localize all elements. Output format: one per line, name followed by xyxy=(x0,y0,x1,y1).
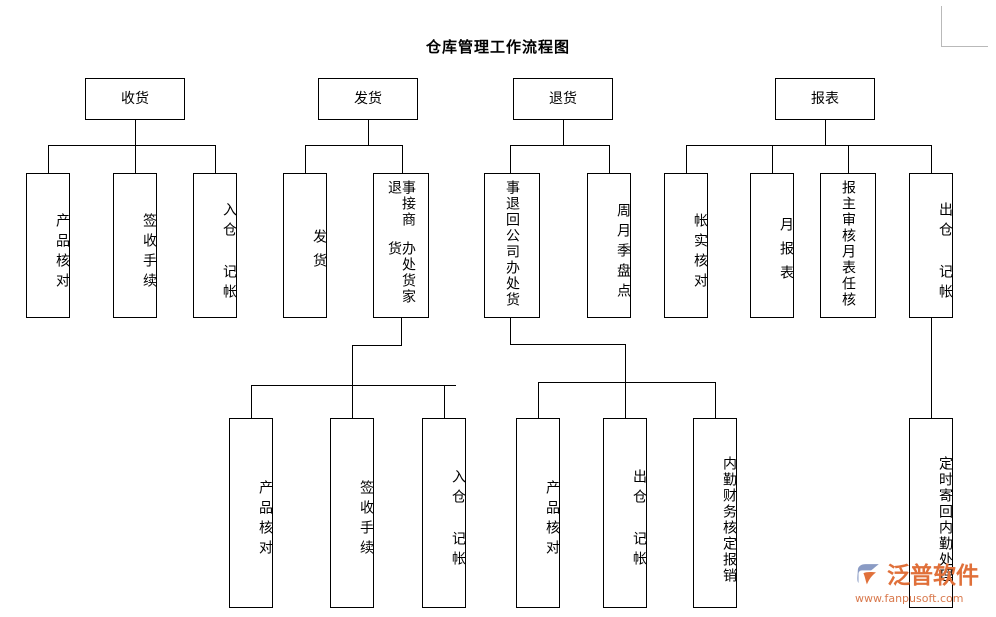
node-returns-child-2-label: 周月季盘点 xyxy=(615,202,631,303)
node-returns-label: 退货 xyxy=(549,91,577,107)
node-receiving-child-1-label: 产品核对 xyxy=(54,212,70,293)
node-receiving[interactable]: 收货 xyxy=(85,78,185,120)
node-returns[interactable]: 退货 xyxy=(513,78,613,120)
connector-reports-drop-1 xyxy=(686,145,687,173)
connector-reports-drop-3 xyxy=(848,145,849,173)
node-returns-sub-1[interactable]: 产品核对 xyxy=(516,418,560,608)
connector-shipping-drop-2 xyxy=(402,145,403,173)
node-reports-sub-1[interactable]: 定时寄回内勤处理 xyxy=(909,418,953,608)
node-receiving-label: 收货 xyxy=(121,91,149,107)
node-returns-sub-1-label: 产品核对 xyxy=(544,480,560,560)
node-receiving-child-3[interactable]: 入仓 记帐 xyxy=(193,173,237,318)
connector-receiving-drop-3 xyxy=(215,145,216,173)
node-reports-child-3-col-left: 月表任核 xyxy=(840,244,856,308)
node-reports-child-1-label: 帐实核对 xyxy=(692,212,708,293)
connector-shipping-bus xyxy=(305,145,403,146)
connector-shipping-drop-1 xyxy=(305,145,306,173)
node-shipping-child-2-col-right: 事接商退 xyxy=(386,180,416,228)
node-shipping-sub-2-label: 签收手续 xyxy=(358,480,374,560)
connector-reports-bus xyxy=(686,145,932,146)
fanpu-logo-icon xyxy=(857,564,879,585)
connector-reports-trunk xyxy=(825,120,826,145)
node-receiving-child-1[interactable]: 产品核对 xyxy=(26,173,70,318)
connector-returns-bus xyxy=(510,145,610,146)
node-receiving-child-2-label: 签收手续 xyxy=(141,212,157,293)
connector-reports-drop-4 xyxy=(931,145,932,173)
connector-returns-sub-down xyxy=(625,344,626,382)
connector-shipping-sub-stem xyxy=(401,318,402,345)
connector-returns-trunk xyxy=(563,120,564,145)
connector-returns-sub-drop-1 xyxy=(538,382,539,418)
node-reports-child-3-col-right: 报主审核 xyxy=(840,180,856,244)
node-shipping-sub-1[interactable]: 产品核对 xyxy=(229,418,273,608)
node-shipping-label: 发货 xyxy=(354,91,382,107)
page-corner-mark xyxy=(941,6,988,47)
node-returns-child-1-col-left: 办处货 xyxy=(504,260,520,308)
connector-shipping-sub-jog xyxy=(352,345,402,346)
connector-receiving-drop-1 xyxy=(48,145,49,173)
node-reports-child-4-label: 出仓 记帐 xyxy=(937,201,953,304)
connector-receiving-drop-2 xyxy=(135,145,136,173)
connector-shipping-trunk xyxy=(368,120,369,145)
node-shipping-child-1[interactable]: 发货 xyxy=(283,173,327,318)
node-receiving-child-3-label: 入仓 记帐 xyxy=(221,201,237,304)
node-shipping-sub-3-label: 入仓 记帐 xyxy=(450,469,466,571)
page-title: 仓库管理工作流程图 xyxy=(425,38,570,56)
node-reports-sub-1-label: 定时寄回内勤处理 xyxy=(937,456,953,584)
connector-returns-sub-stem xyxy=(510,318,511,344)
connector-returns-drop-2 xyxy=(609,145,610,173)
node-shipping-child-2[interactable]: 事接商退 办处货家货 xyxy=(373,173,429,318)
connector-reports-drop-2 xyxy=(772,145,773,173)
node-reports-child-2[interactable]: 月报表 xyxy=(750,173,794,318)
connector-shipping-sub-drop-1 xyxy=(251,385,252,418)
connector-returns-sub-drop-2 xyxy=(625,382,626,418)
connector-shipping-sub-bus xyxy=(251,385,456,386)
node-returns-child-1[interactable]: 事退回公司 办处货 xyxy=(484,173,540,318)
node-shipping-child-2-col-left: 办处货家货 xyxy=(386,240,416,305)
node-reports-label: 报表 xyxy=(811,91,839,107)
connector-returns-sub-jog xyxy=(510,344,626,345)
connector-receiving-trunk xyxy=(135,120,136,145)
node-returns-sub-2-label: 出仓 记帐 xyxy=(631,469,647,571)
connector-returns-drop-1 xyxy=(510,145,511,173)
node-shipping-sub-2[interactable]: 签收手续 xyxy=(330,418,374,608)
node-returns-sub-2[interactable]: 出仓 记帐 xyxy=(603,418,647,608)
node-reports-child-2-label: 月报表 xyxy=(778,216,794,289)
connector-returns-sub-drop-3 xyxy=(715,382,716,418)
node-returns-sub-3[interactable]: 内勤财务核定报销 xyxy=(693,418,737,608)
node-reports[interactable]: 报表 xyxy=(775,78,875,120)
node-returns-sub-3-label: 内勤财务核定报销 xyxy=(721,456,737,584)
connector-returns-sub-bus xyxy=(538,382,716,383)
connector-shipping-sub-down xyxy=(352,345,353,385)
node-returns-child-2[interactable]: 周月季盘点 xyxy=(587,173,631,318)
connector-receiving-bus xyxy=(48,145,215,146)
node-shipping[interactable]: 发货 xyxy=(318,78,418,120)
node-shipping-sub-1-label: 产品核对 xyxy=(257,480,273,560)
connector-shipping-sub-drop-2 xyxy=(352,385,353,418)
node-shipping-child-1-label: 发货 xyxy=(311,228,327,277)
node-reports-child-1[interactable]: 帐实核对 xyxy=(664,173,708,318)
node-receiving-child-2[interactable]: 签收手续 xyxy=(113,173,157,318)
node-returns-child-1-col-right: 事退回公司 xyxy=(504,180,520,260)
node-reports-child-4[interactable]: 出仓 记帐 xyxy=(909,173,953,318)
connector-shipping-sub-drop-3 xyxy=(444,385,445,418)
node-reports-child-3[interactable]: 报主审核 月表任核 xyxy=(820,173,876,318)
node-shipping-sub-3[interactable]: 入仓 记帐 xyxy=(422,418,466,608)
connector-reports-sub-line xyxy=(931,318,932,418)
